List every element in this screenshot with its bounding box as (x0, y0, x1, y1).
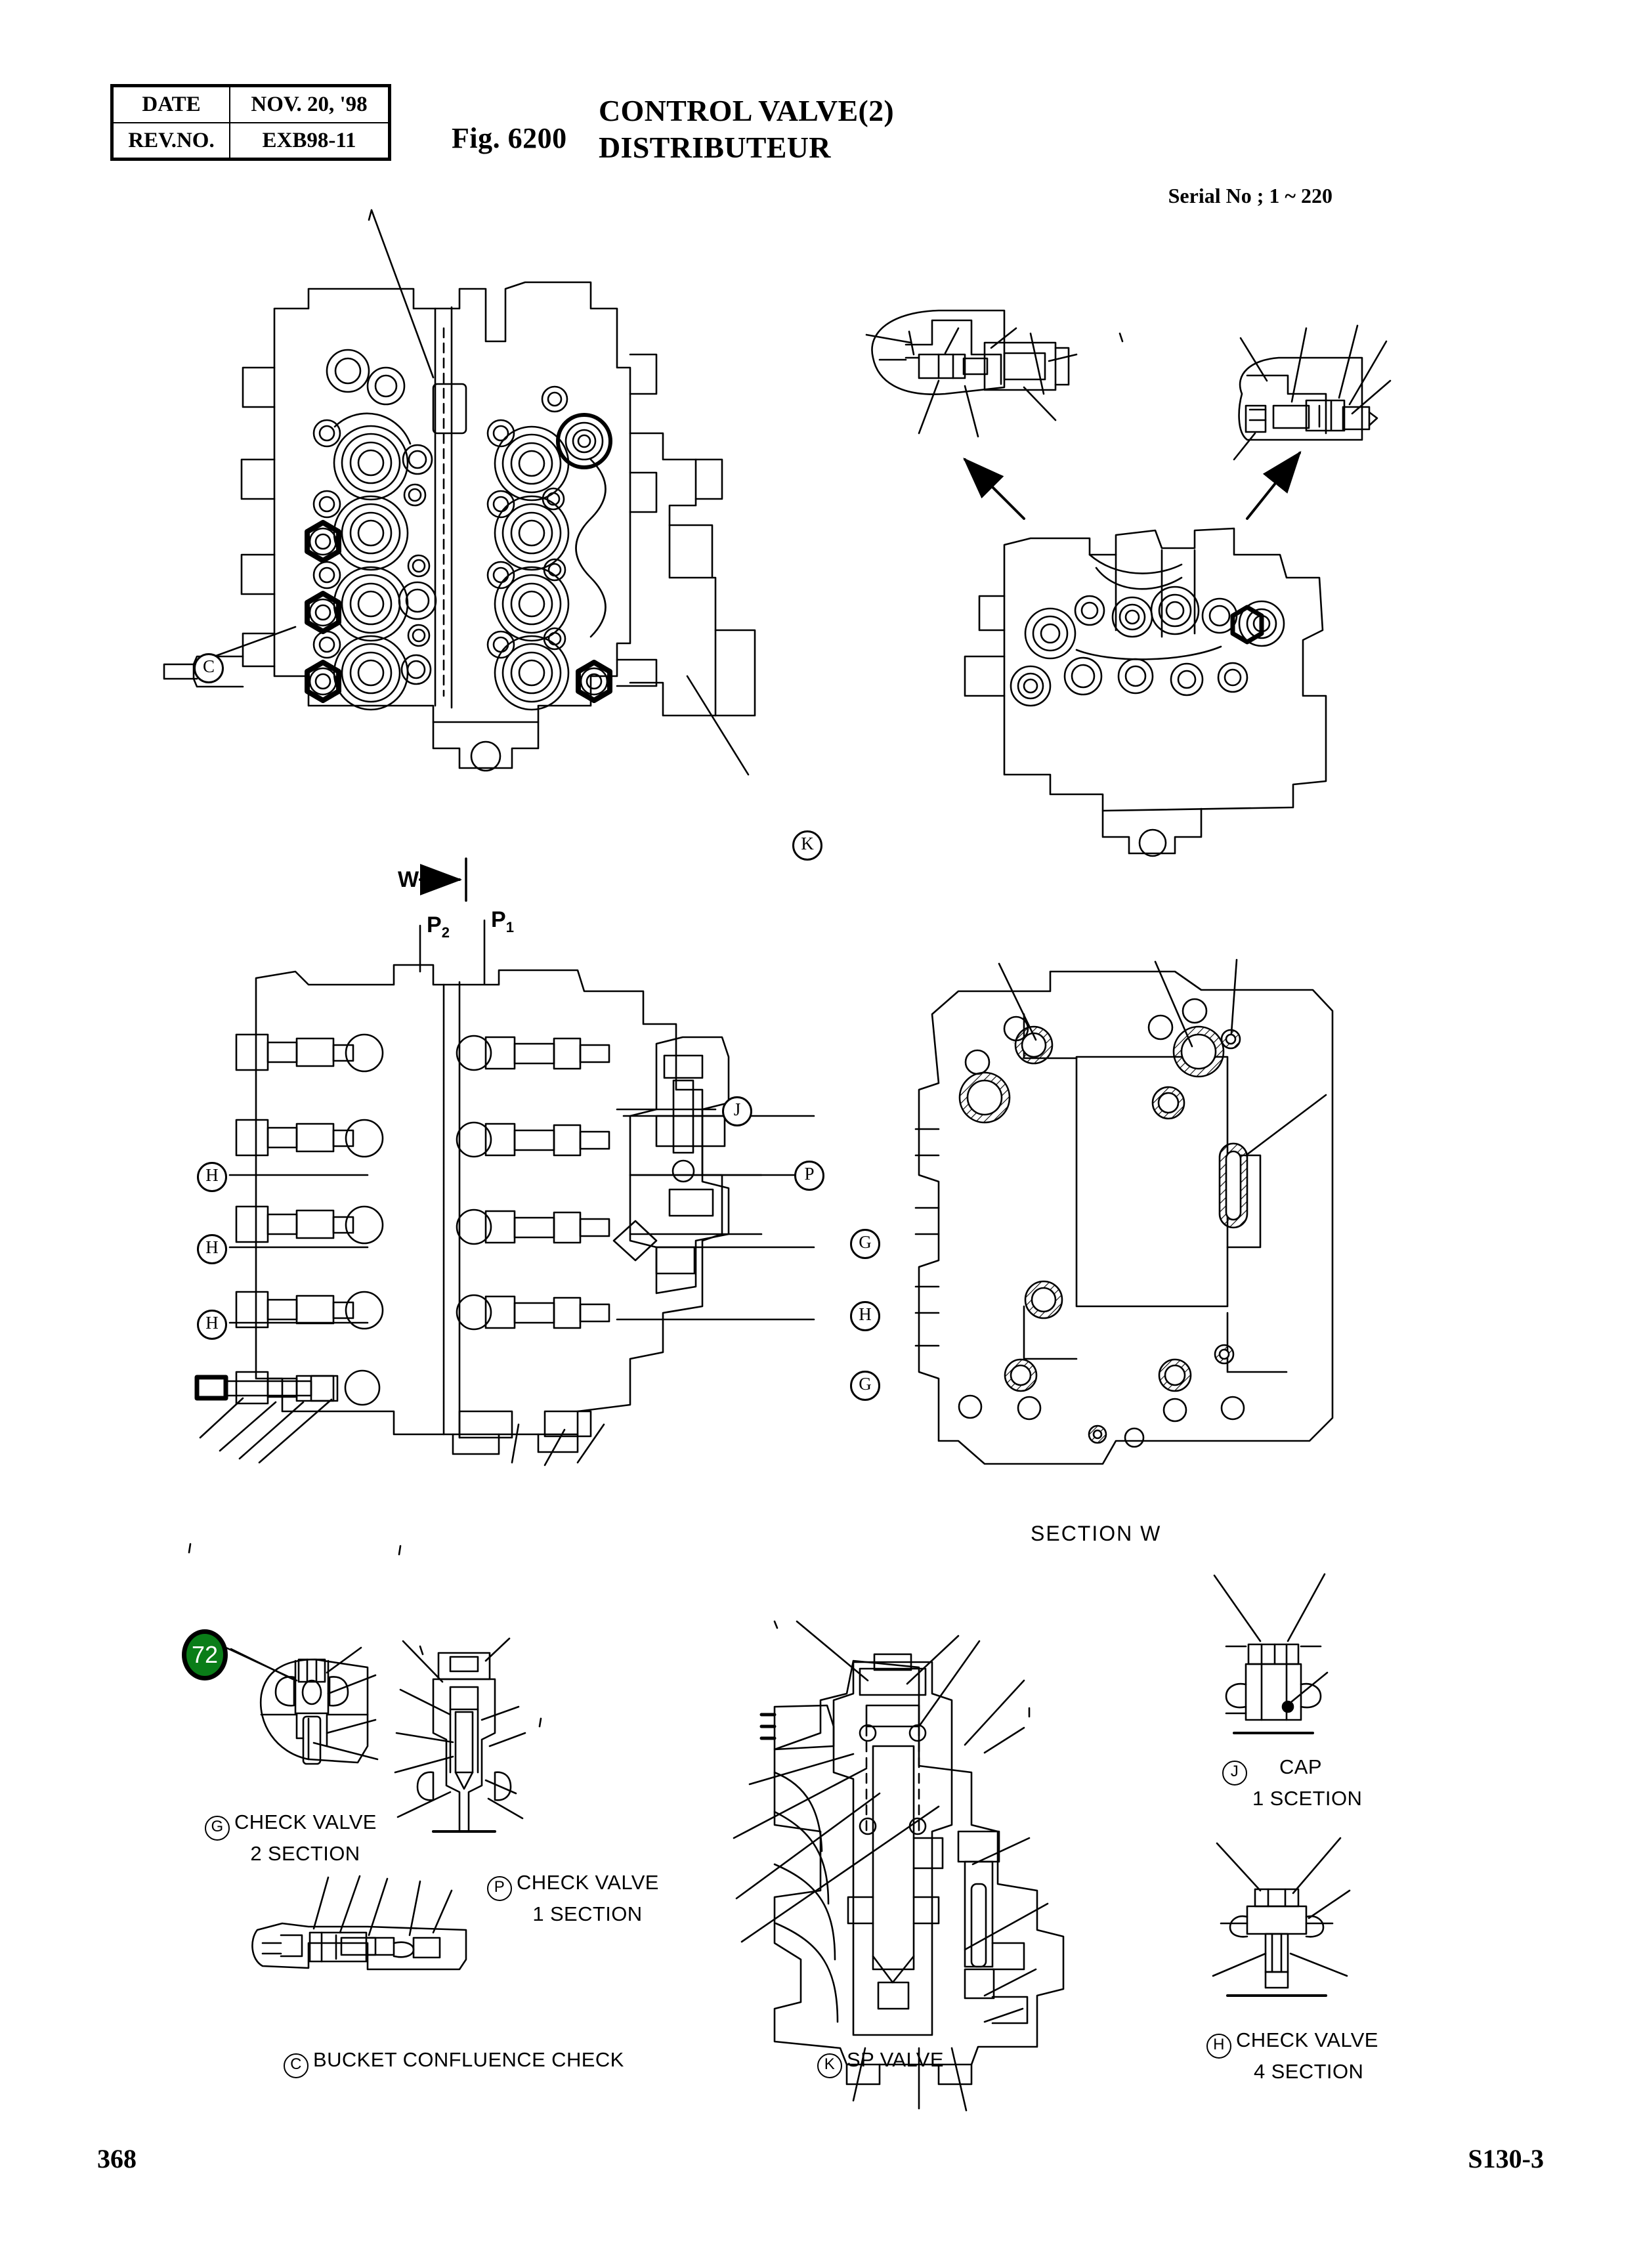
serial-number-range: Serial No ; 1 ~ 220 (1168, 184, 1332, 207)
cref-j-icon: J (1222, 1761, 1247, 1786)
leader-c (207, 626, 297, 660)
port-boss-group-left (305, 349, 467, 711)
caption-cap-1-section: J CAP 1 SCETION (1222, 1754, 1362, 1812)
detail-drawing-bucket-confluence-check (251, 1875, 467, 1971)
callout-h-right: H (850, 1301, 880, 1331)
caption-line1: CAP (1279, 1755, 1322, 1778)
caption-line1: CHECK VALVE (1236, 2028, 1378, 2051)
section-cut-label-w: W (398, 867, 419, 892)
model-number: S130-3 (1468, 2144, 1544, 2173)
caption-line1: BUCKET CONFLUENCE CHECK (313, 2048, 624, 2071)
callout-p-right: P (794, 1161, 824, 1191)
inset-arrow-left (963, 458, 1025, 520)
main-valve-iso-view (964, 527, 1327, 857)
revno-value: EXB98-11 (229, 121, 391, 160)
date-value: NOV. 20, '98 (229, 85, 391, 123)
threaded-bore-group (958, 998, 1248, 1448)
title-english: CONTROL VALVE(2) (599, 94, 895, 127)
title-french: DISTRIBUTEUR (599, 131, 831, 165)
detail-drawing-cap-1-section (1213, 1573, 1329, 1734)
leader-top-main (368, 209, 435, 379)
inset-arrow-right (1246, 450, 1302, 520)
cref-g-icon: G (205, 1816, 230, 1841)
section-w-caption: SECTION W (1031, 1522, 1162, 1545)
callout-h-left-2: H (197, 1234, 227, 1264)
callout-j-right: J (722, 1096, 752, 1126)
main-valve-side-section-view (188, 919, 815, 1556)
caption-line2: 2 SECTION (250, 1842, 360, 1865)
leader-balloon-72 (230, 1648, 294, 1680)
table-row-date: DATE NOV. 20, '98 (111, 85, 391, 123)
caption-line2: 1 SCETION (1252, 1787, 1363, 1810)
date-label: DATE (111, 85, 230, 123)
spool-row-group (235, 1033, 384, 1406)
table-row-revno: REV.NO. EXB98-11 (111, 121, 391, 160)
section-cut-mark-w (419, 857, 467, 902)
callout-g-right-1: G (850, 1229, 880, 1259)
port-boss-group-right (486, 385, 612, 711)
cref-k-icon: K (817, 2053, 842, 2078)
figure-number: Fig. 6200 (452, 122, 567, 154)
revno-label: REV.NO. (111, 121, 230, 160)
caption-line1: CHECK VALVE (234, 1810, 377, 1833)
page-number: 368 (97, 2144, 137, 2173)
caption-line1: CHECK VALVE (517, 1871, 659, 1894)
detail-drawing-check-valve-2-section (222, 1645, 424, 1765)
detail-inset-relief-valve-left (865, 309, 1124, 438)
detail-drawing-sp-valve (733, 1620, 1065, 2112)
page-title: CONTROL VALVE(2) DISTRIBUTEUR (599, 93, 894, 166)
revision-table: DATE NOV. 20, '98 REV.NO. EXB98-11 (110, 84, 391, 161)
caption-line2: 1 SECTION (532, 1902, 643, 1925)
cref-h-icon: H (1206, 2034, 1231, 2059)
detail-drawing-check-valve-1-section (394, 1637, 542, 1833)
detail-drawing-check-valve-4-section (1212, 1837, 1351, 1997)
caption-line1: SP VALVE (847, 2048, 944, 2071)
callout-c-main-view: C (194, 653, 224, 683)
callout-k-main-view: K (792, 830, 822, 861)
section-w-plate-view (914, 958, 1334, 1465)
callout-h-left-3: H (197, 1310, 227, 1340)
leader-k (686, 675, 750, 776)
caption-line2: 4 SECTION (1254, 2060, 1364, 2083)
highlight-balloon-72[interactable]: 72 (182, 1629, 228, 1680)
port-label-p2: P2 (427, 912, 450, 941)
detail-inset-relief-valve-right (1233, 324, 1392, 461)
callout-h-left-1: H (197, 1162, 227, 1192)
callout-g-right-2: G (850, 1371, 880, 1401)
cref-p-icon: P (487, 1876, 512, 1901)
port-label-p1: P1 (491, 907, 514, 935)
main-valve-top-view (163, 209, 756, 776)
cref-c-icon: C (284, 2053, 309, 2078)
